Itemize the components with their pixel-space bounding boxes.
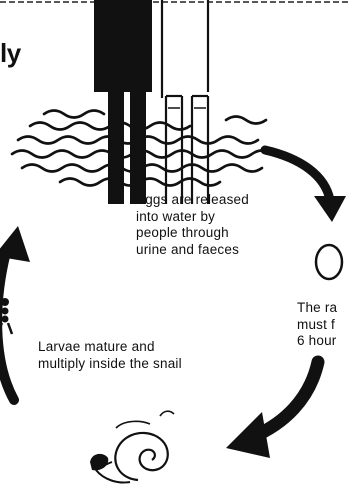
arrow-to-egg xyxy=(265,150,346,222)
larvae-caption-line-2: multiply inside the snail xyxy=(38,356,182,373)
person-right-legs xyxy=(162,0,208,204)
eggs-caption-line-4: urine and faeces xyxy=(136,242,249,259)
right-caption: The ra must f 6 hour xyxy=(297,300,337,350)
larvae-caption: Larvae mature and multiply inside the sn… xyxy=(38,339,182,372)
person-left-legs xyxy=(94,0,152,204)
snail-head xyxy=(90,454,108,470)
egg-icon xyxy=(316,245,342,279)
eggs-caption-line-2: into water by xyxy=(136,209,249,226)
eggs-caption: Eggs are released into water by people t… xyxy=(136,192,249,258)
arrow-to-snail xyxy=(226,362,318,458)
right-caption-line-2: must f xyxy=(297,317,337,334)
right-caption-line-1: The ra xyxy=(297,300,337,317)
title-fragment: ly xyxy=(0,38,21,69)
eggs-caption-line-1: Eggs are released xyxy=(136,192,249,209)
eggs-caption-line-3: people through xyxy=(136,225,249,242)
right-caption-line-3: 6 hour xyxy=(297,333,337,350)
snail-icon xyxy=(96,411,174,482)
larvae-caption-line-1: Larvae mature and xyxy=(38,339,182,356)
